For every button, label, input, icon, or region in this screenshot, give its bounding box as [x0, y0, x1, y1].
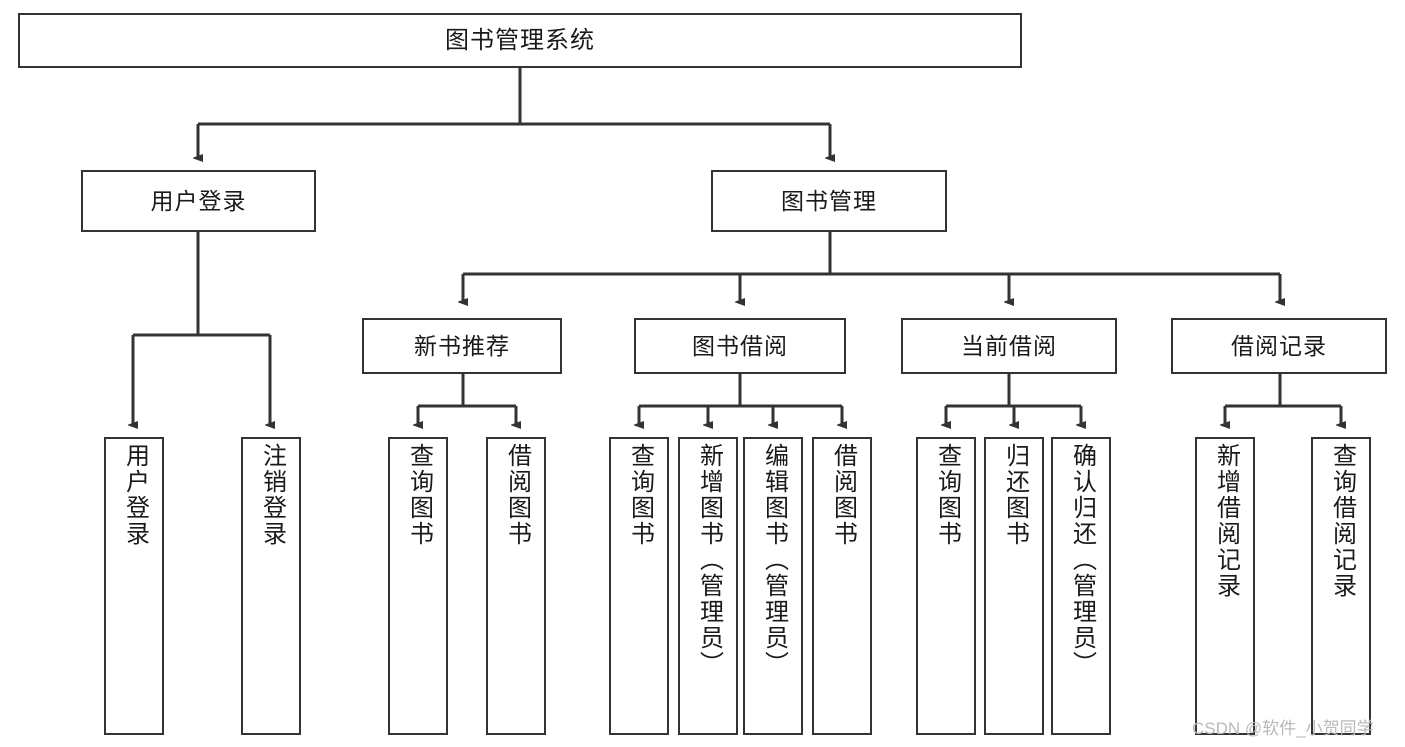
node-label: 新增图书（管理员） [695, 443, 723, 677]
watermark: CSDN @软件_小贺同学 [1192, 719, 1374, 738]
node-label: 查询图书 [405, 443, 433, 547]
node-label: 借阅记录 [1231, 332, 1327, 359]
leaf-add-book-admin[interactable]: 新增图书（管理员） [678, 437, 738, 735]
leaf-confirm-return-admin[interactable]: 确认归还（管理员） [1051, 437, 1111, 735]
node-label: 用户登录 [121, 443, 149, 547]
node-label: 编辑图书（管理员） [760, 443, 788, 677]
node-label: 新书推荐 [414, 332, 510, 359]
node-new-book-recommend[interactable]: 新书推荐 [362, 318, 562, 374]
node-label: 借阅图书 [829, 443, 857, 547]
node-label: 借阅图书 [503, 443, 531, 547]
leaf-add-borrow-record[interactable]: 新增借阅记录 [1195, 437, 1255, 735]
node-label: 用户登录 [150, 187, 247, 214]
leaf-query-book-borrow[interactable]: 查询图书 [609, 437, 669, 735]
leaf-query-book-current[interactable]: 查询图书 [916, 437, 976, 735]
node-label: 查询图书 [933, 443, 961, 547]
leaf-borrow-book-recommend[interactable]: 借阅图书 [486, 437, 546, 735]
node-user-login[interactable]: 用户登录 [81, 170, 316, 232]
node-label: 查询图书 [626, 443, 654, 547]
leaf-borrow-book[interactable]: 借阅图书 [812, 437, 872, 735]
node-label: 注销登录 [258, 443, 286, 547]
node-current-borrow[interactable]: 当前借阅 [901, 318, 1117, 374]
leaf-user-login[interactable]: 用户登录 [104, 437, 164, 735]
node-label: 归还图书 [1001, 443, 1029, 547]
node-root-system[interactable]: 图书管理系统 [18, 13, 1022, 68]
leaf-logout-login[interactable]: 注销登录 [241, 437, 301, 735]
node-label: 确认归还（管理员） [1068, 443, 1096, 677]
leaf-query-book-recommend[interactable]: 查询图书 [388, 437, 448, 735]
node-borrow-record[interactable]: 借阅记录 [1171, 318, 1387, 374]
node-book-borrow[interactable]: 图书借阅 [634, 318, 846, 374]
leaf-return-book[interactable]: 归还图书 [984, 437, 1044, 735]
leaf-edit-book-admin[interactable]: 编辑图书（管理员） [743, 437, 803, 735]
node-label: 新增借阅记录 [1212, 443, 1240, 599]
leaf-query-borrow-record[interactable]: 查询借阅记录 [1311, 437, 1371, 735]
node-book-management[interactable]: 图书管理 [711, 170, 947, 232]
node-label: 当前借阅 [961, 332, 1057, 359]
node-label: 图书管理 [781, 187, 877, 214]
node-label: 图书借阅 [692, 332, 788, 359]
node-label: 图书管理系统 [445, 26, 595, 54]
node-label: 查询借阅记录 [1328, 443, 1356, 599]
